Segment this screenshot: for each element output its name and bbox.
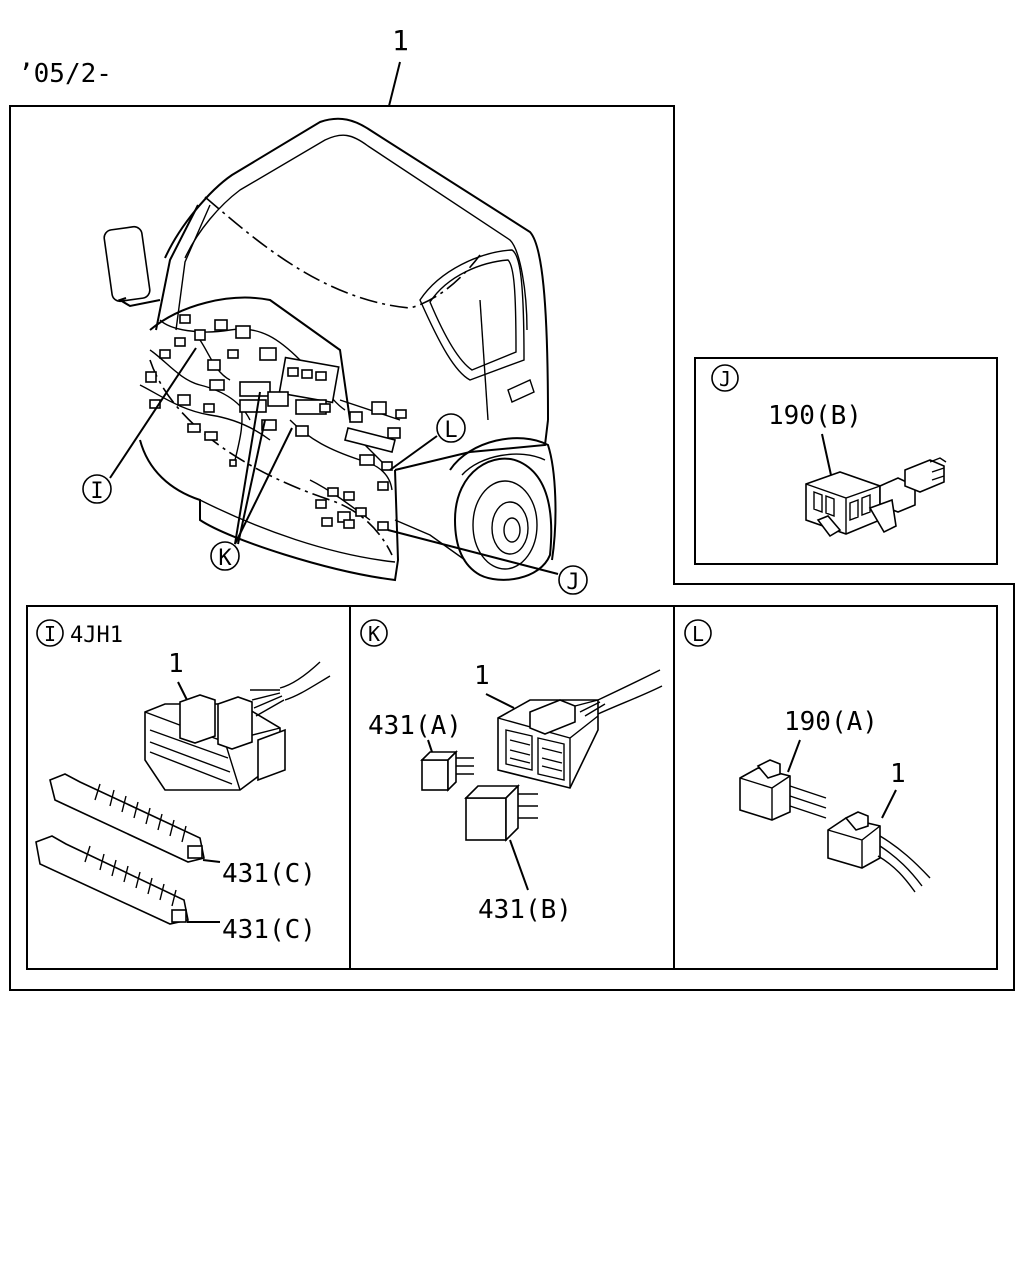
detail-panel-k: K 1 431(A) 431(B): [360, 619, 663, 925]
relay-431b-icon: [464, 784, 538, 842]
main-part-leader: [388, 61, 401, 107]
panel-j-frame: [694, 357, 998, 565]
connector-1-l-icon: [827, 811, 931, 893]
panel-i-circle: [36, 619, 64, 647]
relay-socket-icon: [497, 669, 663, 789]
callout-letter-k: K: [218, 546, 232, 571]
truck-cab-illustration: [103, 117, 557, 582]
detail-panel-l: L 190(A) 1: [684, 619, 931, 893]
terminal-strip-431c-1-icon: [49, 773, 205, 863]
panel-k-letter: K: [368, 622, 380, 646]
panel-i-part-1: 1: [168, 649, 184, 679]
detail-panel-i: I 4JH1 1 431(C) 431(C): [35, 619, 331, 945]
panel-i-letter: I: [44, 622, 56, 646]
panel-j-circle: [711, 364, 739, 392]
panel-i-engine: 4JH1: [70, 623, 123, 648]
wiring-harness: [139, 314, 407, 531]
panel-k-part-431a: 431(A): [368, 711, 462, 741]
panel-i-part-431c-1: 431(C): [222, 859, 316, 889]
connector-1-icon: [144, 661, 331, 791]
panel-i-part-431c-2: 431(C): [222, 915, 316, 945]
panel-l-circle: [684, 619, 712, 647]
relay-431a-icon: [420, 750, 474, 792]
panel-k-part-1: 1: [474, 661, 490, 691]
callout-circle-j: [558, 565, 588, 595]
callout-circle-l: [436, 413, 466, 443]
truck-callouts: I K L J: [82, 347, 588, 595]
date-code: ’05/2-: [18, 59, 112, 89]
main-part-number: 1: [392, 24, 409, 57]
callout-letter-i: I: [90, 479, 103, 504]
panel-k-circle: [360, 619, 388, 647]
detail-panel-j: J 190(B): [694, 357, 998, 565]
terminal-strip-431c-2-icon: [35, 835, 189, 925]
callout-circle-i: [82, 474, 112, 504]
outer-frame: [9, 105, 1015, 991]
panel-l-part-1: 1: [890, 759, 906, 789]
connector-190a-icon: [739, 759, 827, 821]
panel-l-part-190a: 190(A): [784, 707, 878, 737]
panel-j-letter: J: [719, 367, 731, 391]
callout-letter-l: L: [444, 418, 457, 443]
panel-j-part-190b: 190(B): [768, 401, 862, 431]
panel-k-part-431b: 431(B): [478, 895, 572, 925]
panel-l-letter: L: [692, 622, 704, 646]
callout-letter-j: J: [566, 570, 579, 595]
connector-190b-icon: [805, 457, 947, 538]
detail-panels-frame: [26, 605, 998, 970]
callout-circle-k: [210, 541, 240, 571]
